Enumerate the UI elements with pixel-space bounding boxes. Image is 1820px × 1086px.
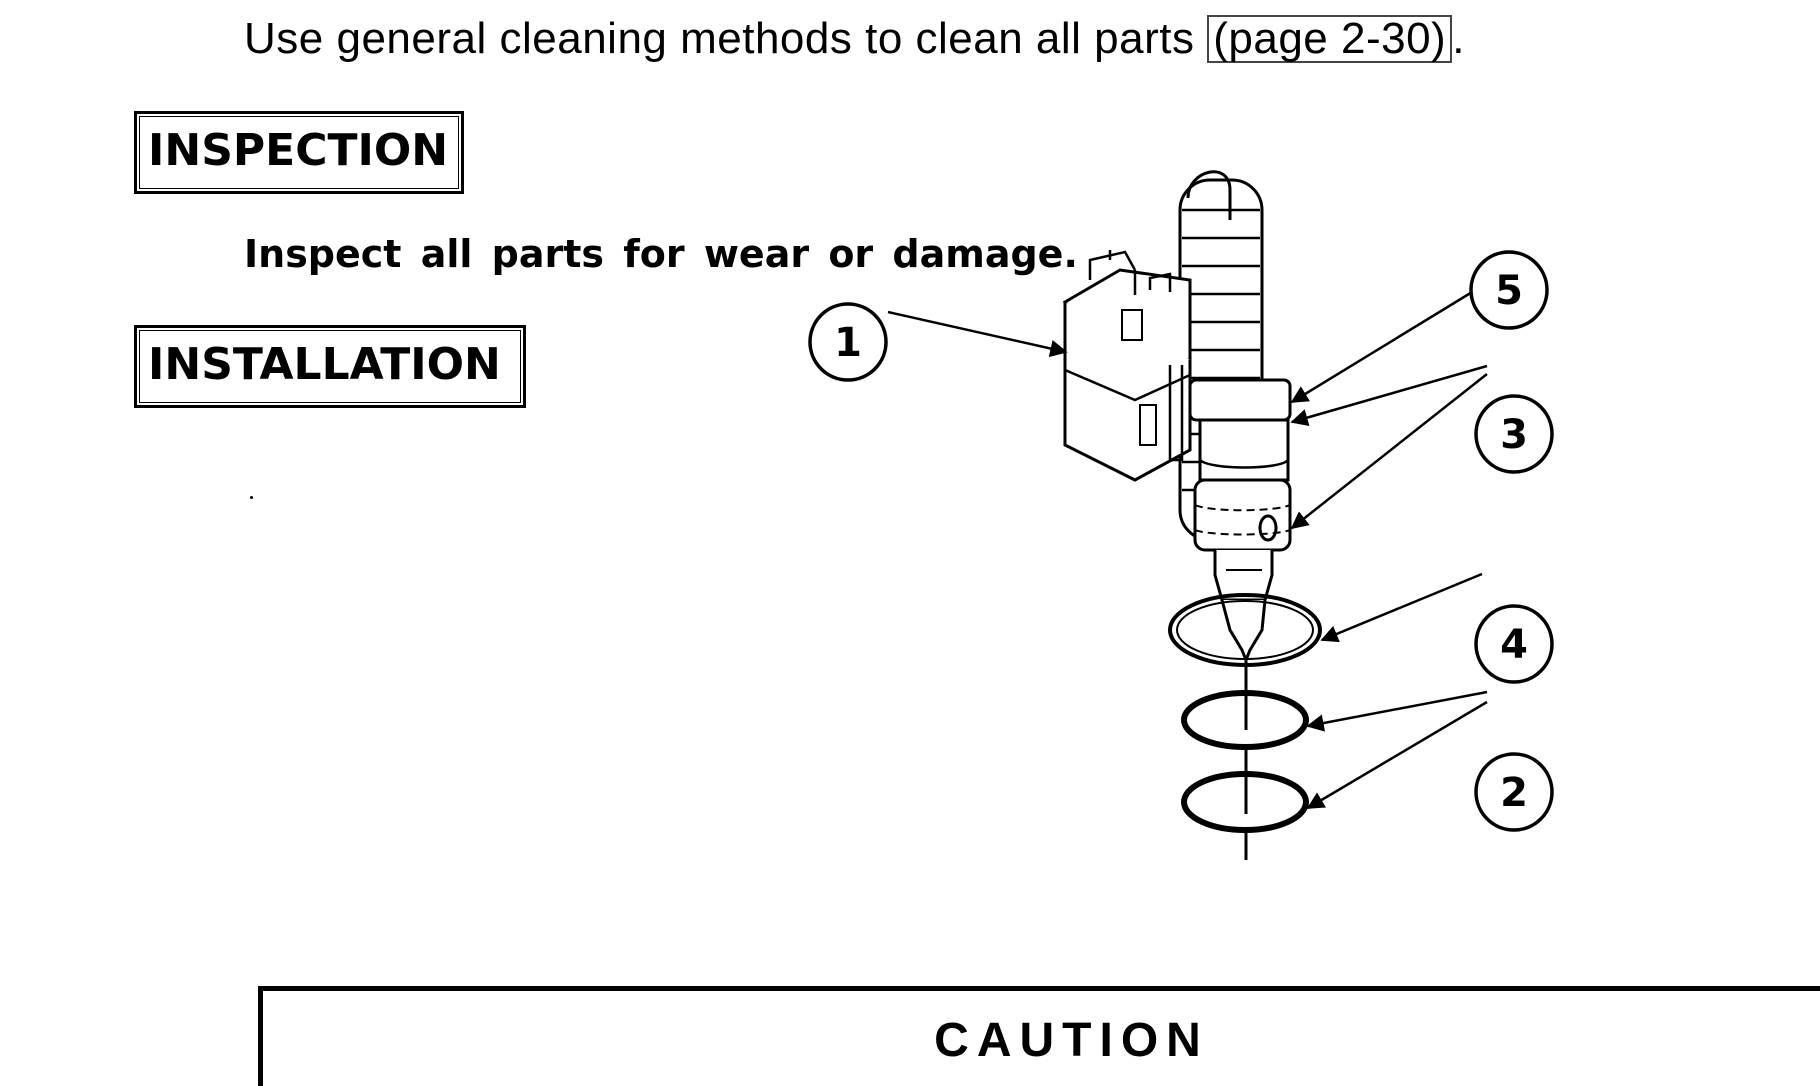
page-reference-link[interactable]: (page 2-30) <box>1207 15 1453 63</box>
installation-heading: INSTALLATION <box>139 330 521 403</box>
seal-ring-2-upper <box>1181 690 1309 750</box>
callout-5-circle <box>1469 250 1549 330</box>
seal-ring-4 <box>1168 593 1322 667</box>
callout-2-circle <box>1474 752 1554 832</box>
caution-title: CAUTION <box>934 1014 1209 1067</box>
injector-diagram: 1 5 3 4 2 <box>808 170 1554 860</box>
callout-1-circle <box>808 302 888 382</box>
inspection-heading-box: INSPECTION <box>134 111 464 194</box>
stray-dot <box>250 496 253 499</box>
injector-body-illustration <box>1062 170 1292 860</box>
cleaning-instruction: Use general cleaning methods to clean al… <box>244 14 1465 64</box>
seal-ring-2-lower <box>1181 771 1309 833</box>
cleaning-text: Use general cleaning methods to clean al… <box>244 14 1208 63</box>
leader-lines <box>887 284 1488 810</box>
inspection-heading: INSPECTION <box>139 116 459 189</box>
callout-3-circle <box>1474 394 1554 474</box>
callout-4-label: 4 <box>1500 622 1528 668</box>
inspection-text: Inspect all parts for wear or damage. <box>244 232 1078 276</box>
caution-box: CAUTION <box>258 986 1820 1086</box>
callout-5-label: 5 <box>1495 268 1523 314</box>
callout-1-label: 1 <box>834 320 862 366</box>
callout-4-circle <box>1474 604 1554 684</box>
seal-ring-4-inner <box>1176 600 1314 660</box>
installation-heading-box: INSTALLATION <box>134 325 526 408</box>
callout-2-label: 2 <box>1500 770 1528 816</box>
cleaning-period: . <box>1452 14 1465 63</box>
callout-3-label: 3 <box>1500 412 1528 458</box>
